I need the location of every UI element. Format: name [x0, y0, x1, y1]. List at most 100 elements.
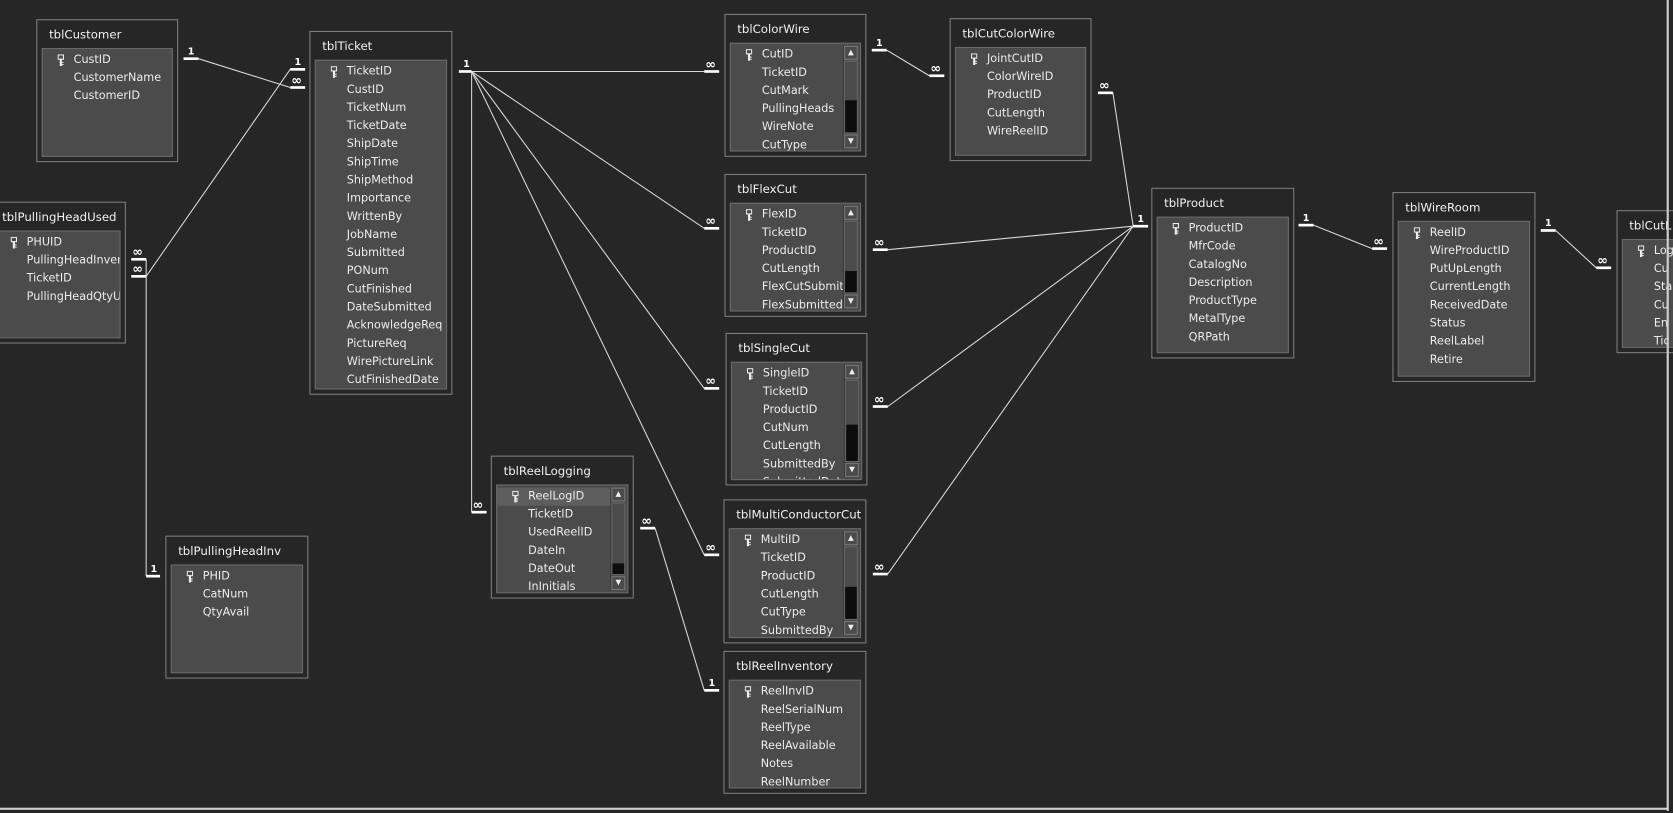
table-title[interactable]: tblCustomer [49, 27, 122, 42]
field-row[interactable]: CutType [731, 137, 843, 151]
relationship-line[interactable] [1313, 224, 1373, 250]
table-title[interactable]: tblReelInventory [736, 659, 833, 674]
scroll-thumb[interactable] [612, 563, 625, 575]
relationship-line[interactable] [145, 69, 291, 277]
field-row[interactable]: Cu [1623, 297, 1673, 315]
scroll-track[interactable] [611, 502, 626, 576]
field-row[interactable]: PictureReq [316, 335, 446, 353]
field-row[interactable]: ReelInvID [730, 683, 860, 701]
scroll-down-arrow-icon[interactable]: ▼ [843, 134, 858, 149]
relationship-tblProduct-tblCutColorWire[interactable]: 1∞ [1097, 79, 1149, 228]
relationship-line[interactable] [198, 58, 291, 89]
field-row[interactable]: TicketID [732, 383, 844, 401]
table-title[interactable]: tblFlexCut [737, 182, 797, 197]
field-row[interactable]: Tic [1623, 333, 1673, 347]
scroll-up-arrow-icon[interactable]: ▲ [611, 487, 626, 502]
field-row[interactable]: CustID [316, 81, 446, 99]
field-row[interactable]: CutLength [956, 105, 1085, 123]
table-title[interactable]: tblWireRoom [1405, 200, 1481, 215]
relationship-tblTicket-tblFlexCut[interactable]: ∞ [471, 71, 720, 230]
field-row[interactable]: CutFinished [316, 281, 446, 299]
field-row[interactable]: CutMark [731, 82, 843, 100]
field-row[interactable]: CutType [730, 604, 843, 622]
vertical-scrollbar[interactable]: ▲ ▼ [842, 205, 858, 309]
relationship-line[interactable] [1555, 230, 1597, 269]
field-row[interactable]: ProductID [732, 401, 844, 419]
relationship-line[interactable] [471, 71, 705, 229]
scroll-thumb[interactable] [845, 586, 857, 619]
relationship-tblPullingHeadInv-tblPullingHeadUsed[interactable]: 1∞ [131, 245, 161, 578]
field-row[interactable]: TicketDate [316, 117, 446, 135]
scroll-thumb[interactable] [845, 271, 857, 293]
field-row[interactable]: CutLength [731, 260, 843, 278]
field-row[interactable]: UsedReelID [497, 524, 610, 542]
field-row[interactable]: ProductID [731, 242, 843, 260]
field-row[interactable]: CutNum [732, 419, 844, 437]
field-row[interactable]: FlexID [731, 206, 843, 224]
table-title[interactable]: tblProduct [1164, 196, 1224, 211]
relationship-line[interactable] [886, 49, 930, 77]
field-row[interactable]: SubmittedDate [732, 474, 844, 479]
scroll-down-arrow-icon[interactable]: ▼ [611, 576, 626, 591]
relationship-tblTicket-tblPullingHeadUsed[interactable]: 1∞ [131, 57, 306, 278]
field-row[interactable]: ShipTime [316, 154, 446, 172]
table-title[interactable]: tblMultiConductorCut [736, 507, 862, 522]
field-row[interactable]: JointCutID [956, 50, 1085, 68]
vertical-scrollbar[interactable]: ▲ ▼ [843, 364, 859, 477]
field-row[interactable]: Log [1623, 242, 1673, 260]
field-row[interactable]: Status [1399, 315, 1529, 333]
field-row[interactable]: ShipMethod [316, 172, 446, 190]
relationship-line[interactable] [654, 528, 705, 691]
field-row[interactable]: FlexSubmittedBy [731, 297, 843, 311]
field-row[interactable]: ProductID [1158, 220, 1288, 238]
field-row[interactable]: TicketID [0, 270, 120, 288]
scroll-down-arrow-icon[interactable]: ▼ [845, 463, 859, 477]
field-row[interactable]: ReceivedDate [1399, 297, 1529, 315]
field-row[interactable]: CustID [43, 51, 172, 69]
field-row[interactable]: CustomerName [43, 69, 172, 87]
field-row[interactable]: ProductType [1158, 292, 1288, 310]
field-row[interactable]: CurrentLength [1399, 278, 1529, 296]
field-row[interactable]: MetalType [1158, 310, 1288, 328]
field-row[interactable]: PHID [172, 568, 302, 586]
relationship-tblReelInventory-tblReelLogging[interactable]: 1∞ [640, 514, 720, 692]
relationship-tblProduct-tblSingleCut[interactable]: ∞ [872, 225, 1134, 408]
field-row[interactable]: ReelSerialNum [730, 701, 860, 719]
relationship-tblProduct-tblMultiConductorCut[interactable]: ∞ [872, 225, 1134, 576]
field-row[interactable]: WirePictureLink [316, 353, 446, 371]
scroll-up-arrow-icon[interactable]: ▲ [843, 531, 858, 546]
scroll-thumb[interactable] [845, 100, 857, 133]
relationship-line[interactable] [887, 225, 1134, 251]
field-row[interactable]: ProductID [730, 568, 843, 586]
relationship-line[interactable] [1112, 92, 1134, 227]
field-row[interactable]: ReelLogID [497, 487, 611, 506]
relationship-line[interactable] [471, 71, 705, 389]
scroll-down-arrow-icon[interactable]: ▼ [843, 620, 858, 635]
field-row[interactable]: Notes [730, 755, 860, 773]
table-title[interactable]: tblCutColorWire [962, 26, 1056, 41]
relationship-tblWireRoom-tblCutL[interactable]: 1∞ [1540, 218, 1612, 270]
table-title[interactable]: tblTicket [322, 39, 373, 54]
field-row[interactable]: Description [1158, 274, 1288, 292]
scroll-down-arrow-icon[interactable]: ▼ [843, 294, 858, 309]
field-row[interactable]: Cu [1623, 260, 1673, 278]
field-row[interactable]: CutFinishedDate [316, 371, 446, 388]
field-row[interactable]: Retire [1399, 351, 1529, 369]
